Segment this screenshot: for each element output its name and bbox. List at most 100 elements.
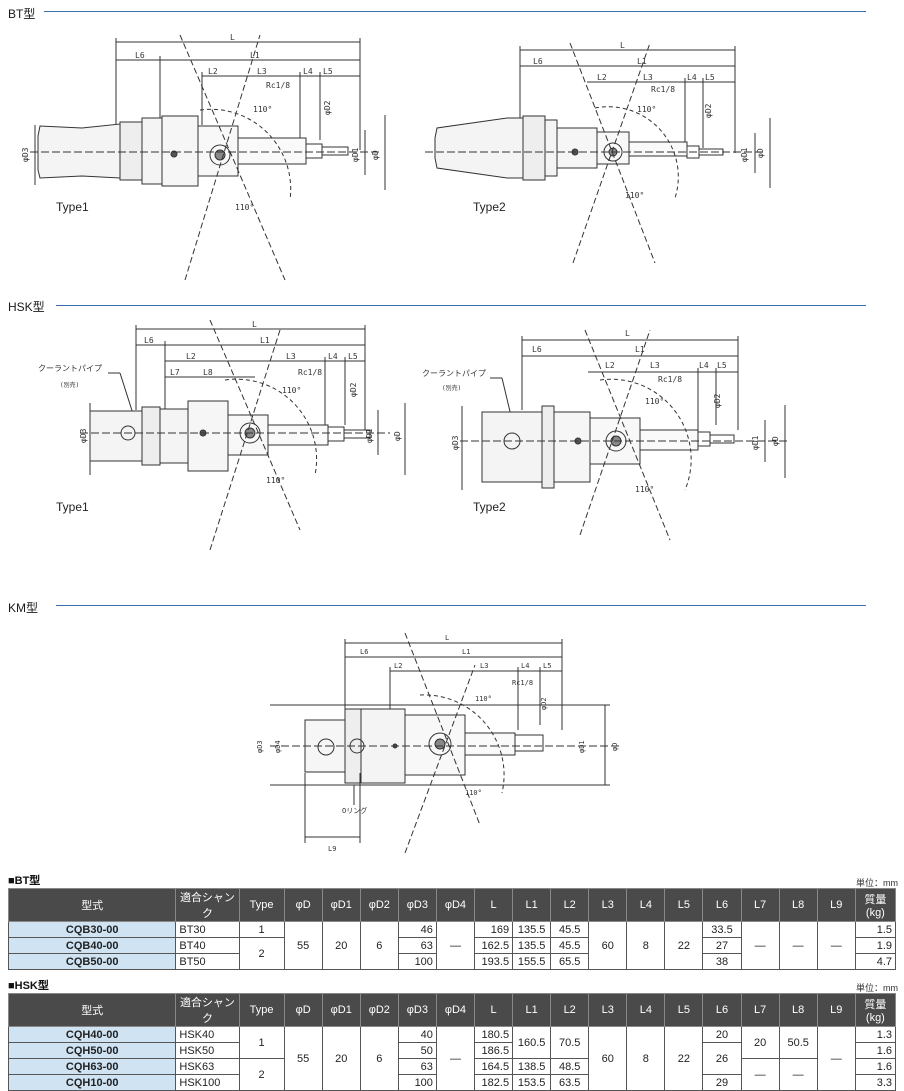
shank-cell: HSK50 <box>175 1042 240 1059</box>
shank-cell: BT50 <box>175 953 240 970</box>
shank-cell: BT30 <box>175 921 240 938</box>
model-cell: CQB50-00 <box>7 953 177 970</box>
col-header: L2 <box>550 993 590 1027</box>
l6-cell: 33.5 <box>702 921 742 938</box>
dim-label: 110° <box>645 397 664 406</box>
d3-cell: 63 <box>397 1058 437 1075</box>
dim-label: L2 <box>186 352 196 361</box>
dim-label: L1 <box>260 336 270 345</box>
l2-cell: 65.5 <box>550 953 590 970</box>
dim-label: φD3 <box>79 428 88 443</box>
table-row: CQB30-00 BT30 1 55 20 6 46 — 169 135.5 4… <box>7 921 897 970</box>
coolant-label: クーラントパイプ <box>422 369 486 378</box>
dim-label: φD <box>393 431 402 441</box>
bt-table-title: ■BT型 <box>8 875 41 887</box>
dim-label: L6 <box>135 51 145 60</box>
l8-cell: 50.5 <box>778 1026 818 1059</box>
dim-label: φD2 <box>540 697 548 710</box>
dim-label: L <box>230 33 235 42</box>
col-header: L8 <box>778 888 818 922</box>
col-header: 質量(kg) <box>854 888 897 922</box>
dim-label: φD1 <box>365 428 374 443</box>
type1-label: Type1 <box>56 200 89 214</box>
dim-label: L1 <box>462 648 470 656</box>
col-header: 適合シャンク <box>175 888 240 922</box>
section-title-hsk: HSK型 <box>8 300 45 314</box>
d-cell: 55 <box>283 1026 323 1091</box>
type2-label: Type2 <box>473 200 506 214</box>
dim-label: φD <box>771 436 780 446</box>
dim-label: φD <box>756 148 765 158</box>
col-header: L3 <box>588 993 628 1027</box>
model-cell: CQH40-00 <box>7 1026 177 1043</box>
col-header: 型式 <box>7 888 177 922</box>
col-header: L6 <box>702 993 742 1027</box>
dim-label: φD <box>371 150 380 160</box>
section-rule <box>56 305 866 306</box>
dim-label: φD3 <box>21 147 30 162</box>
dim-label: Rc1/8 <box>298 368 322 377</box>
coolant-label: クーラントパイプ <box>38 364 102 373</box>
type2-label: Type2 <box>473 500 506 514</box>
dim-label: L <box>252 320 257 329</box>
shank-cell: HSK40 <box>175 1026 240 1043</box>
col-header: L1 <box>512 888 552 922</box>
dim-label: φD2 <box>323 100 332 115</box>
l3-cell: 60 <box>588 1026 628 1091</box>
l6-cell: 27 <box>702 937 742 954</box>
type-cell: 1 <box>238 921 285 938</box>
dim-label: L6 <box>533 57 543 66</box>
col-header: L1 <box>512 993 552 1027</box>
mass-cell: 1.6 <box>854 1042 897 1059</box>
l3-cell: 60 <box>588 921 628 970</box>
col-header: L7 <box>740 993 780 1027</box>
unit-label: 単位：mm <box>856 878 898 888</box>
dim-label: L6 <box>360 648 368 656</box>
d3-cell: 50 <box>397 1042 437 1059</box>
col-header: φD2 <box>359 888 399 922</box>
dim-label: L4 <box>328 352 338 361</box>
dim-label: L4 <box>687 73 697 82</box>
dim-label: L6 <box>144 336 154 345</box>
mass-cell: 4.7 <box>854 953 897 970</box>
dim-label: L <box>620 41 625 50</box>
l7-cell: — <box>740 921 780 970</box>
section-title-km: KM型 <box>8 601 39 615</box>
km-drawing: L L6 L1 L2 L3 L4 L5 Rc1/8 110° 110° L9 O… <box>256 632 620 854</box>
col-header: L7 <box>740 888 780 922</box>
type-cell: 1 <box>238 1026 285 1059</box>
dim-label: φD3 <box>451 435 460 450</box>
dim-label: L7 <box>170 368 180 377</box>
col-header: φD1 <box>321 993 361 1027</box>
dim-label: L4 <box>303 67 313 76</box>
l2-cell: 48.5 <box>550 1058 590 1075</box>
table-header-row: 型式 適合シャンク Type φD φD1 φD2 φD3 φD4 L L1 L… <box>7 888 897 922</box>
dim-label: L <box>625 329 630 338</box>
model-cell: CQH63-00 <box>7 1058 177 1075</box>
d2-cell: 6 <box>359 921 399 970</box>
coolant-note: (別売) <box>60 381 79 389</box>
dim-label: L5 <box>705 73 715 82</box>
dim-label: L3 <box>257 67 267 76</box>
dim-label: φD2 <box>349 382 358 397</box>
dim-label: Rc1/8 <box>651 85 675 94</box>
d-cell: 55 <box>283 921 323 970</box>
coolant-note: (別売) <box>442 384 461 392</box>
dim-label: L2 <box>597 73 607 82</box>
dim-label: φD3 <box>256 740 264 753</box>
l6-cell: 38 <box>702 953 742 970</box>
dim-label: 110° <box>475 695 492 703</box>
col-header: Type <box>238 993 285 1027</box>
dim-label: L1 <box>250 51 260 60</box>
d1-cell: 20 <box>321 1026 361 1091</box>
type-cell: 2 <box>238 937 285 970</box>
unit-label: 単位：mm <box>856 983 898 993</box>
dim-label: L5 <box>323 67 333 76</box>
col-header: L4 <box>626 888 666 922</box>
dim-label: L3 <box>650 361 660 370</box>
dim-label: φD1 <box>578 740 586 753</box>
dim-label: φD1 <box>751 435 760 450</box>
d3-cell: 46 <box>397 921 437 938</box>
dim-label: Rc1/8 <box>658 375 682 384</box>
dim-label: L2 <box>208 67 218 76</box>
